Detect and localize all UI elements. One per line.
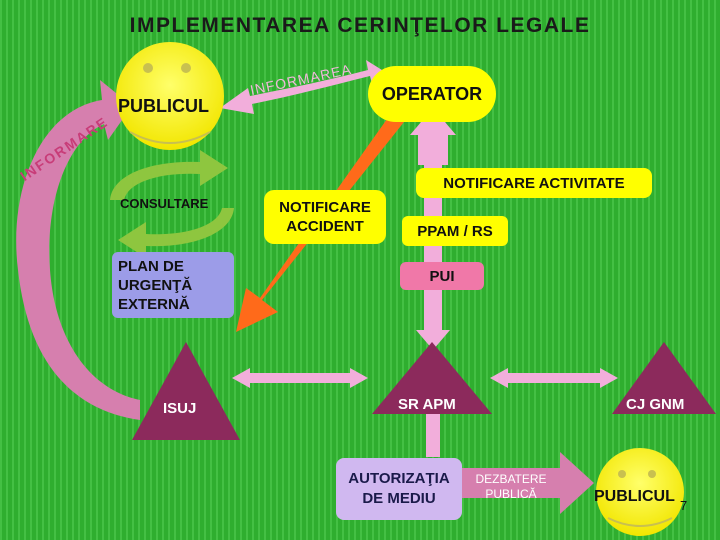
ppam-rs-box: PPAM / RS	[402, 216, 508, 246]
pui-box: PUI	[400, 262, 484, 290]
notificare-accident-box: NOTIFICARE ACCIDENT	[264, 190, 386, 244]
autorizatia-mediu-box: AUTORIZAŢIA DE MEDIU	[336, 458, 462, 520]
publicul-top-smiley	[116, 42, 224, 150]
dezbatere-arrow	[462, 452, 594, 514]
isuj-triangle	[132, 342, 240, 440]
isuj-srapm-arrow	[232, 368, 368, 388]
sr-apm-label: SR APM	[398, 396, 456, 413]
publicul-bottom-label: PUBLICUL	[594, 488, 675, 505]
consultare-upper-arrow	[110, 150, 228, 200]
consultare-lower-arrow	[118, 208, 234, 258]
cjgnm-triangle	[612, 342, 716, 414]
notificare-activitate-box: NOTIFICARE ACTIVITATE	[416, 168, 652, 198]
srapm-triangle	[372, 342, 492, 414]
publicul-top-label: PUBLICUL	[118, 96, 209, 116]
operator-down-arrowhead	[416, 330, 450, 350]
srapm-autorizatia-stem	[426, 405, 440, 457]
publicul-bottom-smiley	[596, 448, 684, 536]
slide-number: 7	[680, 498, 688, 513]
consultare-label: CONSULTARE	[120, 196, 209, 211]
page-title: IMPLEMENTAREA CERINŢELOR LEGALE	[129, 14, 591, 37]
isuj-label: ISUJ	[163, 400, 197, 417]
plan-urgenta-box: PLAN DE URGENŢĂ EXTERNĂ	[112, 252, 234, 318]
informarea-arrow	[220, 60, 382, 114]
operator-box: OPERATOR	[368, 66, 496, 122]
notificare-activitate-arrow	[410, 108, 456, 165]
informare-curved-arrow	[16, 80, 140, 420]
cj-gnm-label: CJ GNM	[626, 396, 685, 413]
dezbatere-publica-label: DEZBATERE PUBLICĂ	[475, 472, 547, 501]
srapm-cjgnm-arrow	[490, 368, 618, 388]
